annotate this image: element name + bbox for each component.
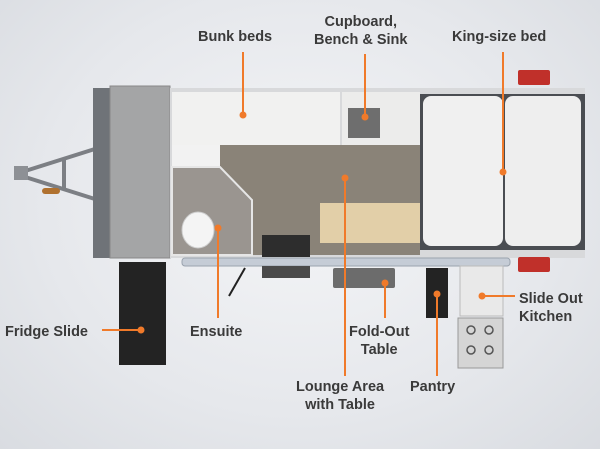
ensuite-shelf	[172, 145, 220, 167]
door-strut	[228, 267, 246, 297]
front-box	[109, 85, 171, 259]
label-king-bed: King-size bed	[452, 29, 547, 45]
cooktop	[457, 317, 504, 369]
drawbar	[21, 146, 99, 202]
hitch	[14, 166, 28, 180]
tail-light-top	[518, 70, 550, 85]
callout-lines	[102, 52, 515, 376]
slide-out-kitchen	[459, 265, 504, 317]
jockey-wheel	[42, 188, 60, 194]
label-bunk-beds: Bunk beds	[198, 29, 273, 45]
tail-light-bottom	[518, 257, 550, 272]
bunk-beds-area	[172, 92, 340, 145]
front-bar	[93, 88, 110, 258]
label-fridge-slide: Fridge Slide	[5, 324, 88, 340]
burner-icons	[466, 325, 494, 355]
label-pantry: Pantry	[410, 379, 456, 395]
mattress-right	[505, 96, 581, 246]
toilet	[181, 211, 215, 249]
label-cupboard: Cupboard,Bench & Sink	[314, 14, 408, 48]
fold-out-table	[333, 268, 395, 288]
entry-step	[262, 266, 310, 278]
label-ensuite: Ensuite	[190, 324, 243, 340]
fridge-slide	[119, 262, 166, 365]
callout-dots	[137, 111, 507, 334]
lounge-seat	[320, 203, 420, 243]
step	[262, 235, 310, 257]
mattress-left	[423, 96, 503, 246]
